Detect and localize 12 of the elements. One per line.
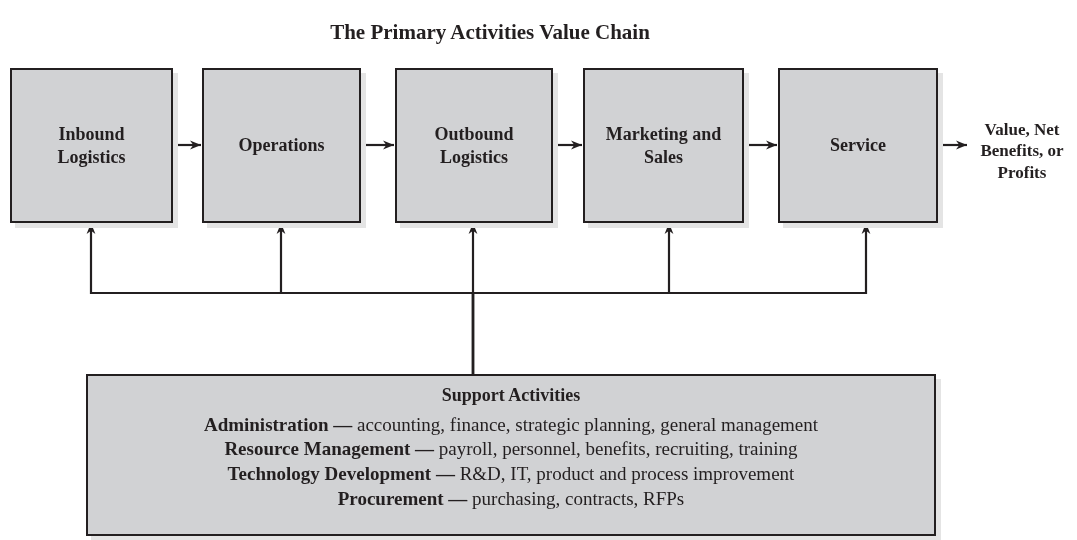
box-label: Inbound Logistics: [56, 123, 127, 168]
section-heading: Support Activities: [440, 384, 582, 407]
activity-description: Technology Development — R&D, IT, product and process improvement: [226, 461, 796, 486]
activity-description: Procurement — purchasing, contracts, RFPs: [336, 486, 686, 511]
box-label: Operations: [237, 134, 326, 157]
output-label: Value, Net Benefits, or Profits: [979, 119, 1065, 183]
box-label: Service: [829, 134, 887, 157]
activity-description: Resource Management — payroll, personnel, benefits, recruiting, training: [223, 437, 799, 462]
activity-description: Administration — accounting, finance, strategic planning, general management: [202, 412, 820, 437]
diagram-title: The Primary Activities Value Chain: [329, 20, 651, 45]
box-label: Outbound Logistics: [433, 123, 515, 168]
box-label: Marketing and Sales: [604, 123, 723, 168]
